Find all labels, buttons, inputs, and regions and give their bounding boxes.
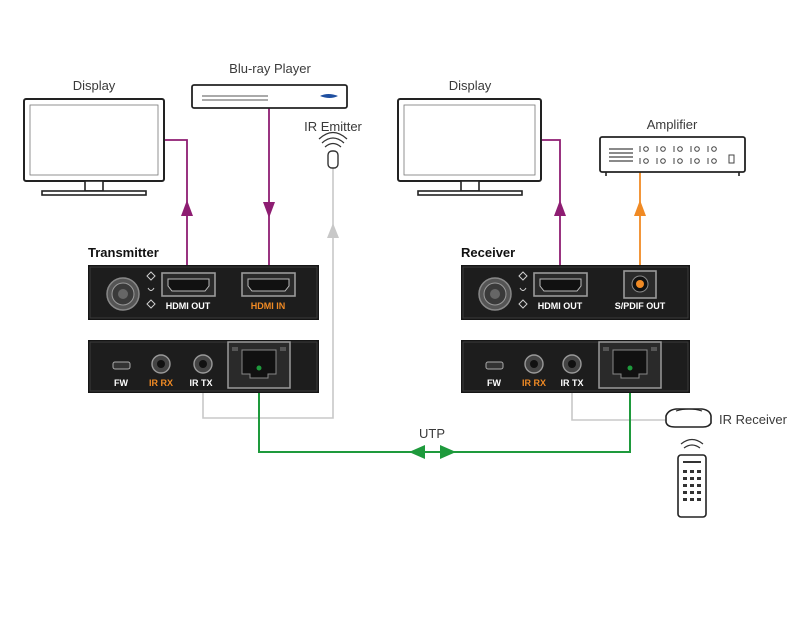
rx-usb-port-icon <box>485 361 504 370</box>
rx-spdif-out-label: S/PDIF OUT <box>615 301 666 311</box>
status-led-icons <box>146 271 156 309</box>
ir-emitter-wave-icon <box>318 131 348 148</box>
hdmi-out-port: HDMI OUT <box>161 272 216 311</box>
tx-hdmi-in-label: HDMI IN <box>251 301 286 311</box>
amplifier: Amplifier <box>599 117 746 176</box>
rx-ir-tx-label: IR TX <box>560 378 583 388</box>
usb-port-icon <box>112 361 131 370</box>
display-left: Display <box>23 78 165 196</box>
display-right-label: Display <box>449 78 492 93</box>
rx-status-led-icons <box>518 271 528 309</box>
utp-arrow-left <box>409 445 425 459</box>
rx-hdmi-out-port: HDMI OUT <box>533 272 588 311</box>
rx-ir-rx-label: IR RX <box>522 378 546 388</box>
amplifier-label: Amplifier <box>647 117 698 132</box>
ir-receiver: IR Receiver <box>665 408 788 428</box>
ir-emitter-cable <box>202 168 334 419</box>
hdmi-arrow-down <box>263 202 275 218</box>
spdif-out-port: S/PDIF OUT <box>615 270 666 311</box>
rx-hdmi-out-label: HDMI OUT <box>538 301 583 311</box>
receiver-front: HDMI OUT S/PDIF OUT <box>461 265 690 320</box>
display-left-label: Display <box>73 78 116 93</box>
rx-fw-label: FW <box>487 378 501 388</box>
amplifier-control-knobs <box>639 146 735 164</box>
hdmi-cable-right-display <box>541 139 561 281</box>
transmitter-front: HDMI OUT HDMI IN <box>88 265 319 320</box>
hdmi-arrow-up-left <box>181 200 193 216</box>
transmitter-title: Transmitter <box>88 245 159 260</box>
remote-control-icon <box>677 438 707 518</box>
spdif-arrow-up <box>634 200 646 216</box>
tx-ir-tx-label: IR TX <box>189 378 212 388</box>
spdif-optical-icon <box>636 280 644 288</box>
receiver-title: Receiver <box>461 245 515 260</box>
bluray-label: Blu-ray Player <box>229 61 311 76</box>
rj45-port-icon <box>227 341 291 389</box>
bluray-logo-icon <box>320 94 338 98</box>
rx-rj45-port-icon <box>598 341 662 389</box>
ir-emitter-arrow <box>327 223 339 238</box>
receiver-rear: FW IR RX IR TX <box>461 340 690 393</box>
ir-emitter: IR Emitter <box>304 119 363 169</box>
bluray-player: Blu-ray Player <box>191 61 348 109</box>
display-right: Display <box>397 78 542 196</box>
tx-ir-rx-label: IR RX <box>149 378 173 388</box>
tx-fw-label: FW <box>114 378 128 388</box>
hdmi-arrow-up-right <box>554 200 566 216</box>
utp-label: UTP <box>419 426 445 441</box>
utp-arrow-right <box>440 445 456 459</box>
hdmi-in-port: HDMI IN <box>241 272 296 311</box>
hdmi-cable-left-display <box>164 139 188 281</box>
ir-receiver-label: IR Receiver <box>719 412 788 427</box>
transmitter-rear: FW IR RX IR TX <box>88 340 319 393</box>
tx-hdmi-out-label: HDMI OUT <box>166 301 211 311</box>
ir-emitter-label: IR Emitter <box>304 119 362 134</box>
